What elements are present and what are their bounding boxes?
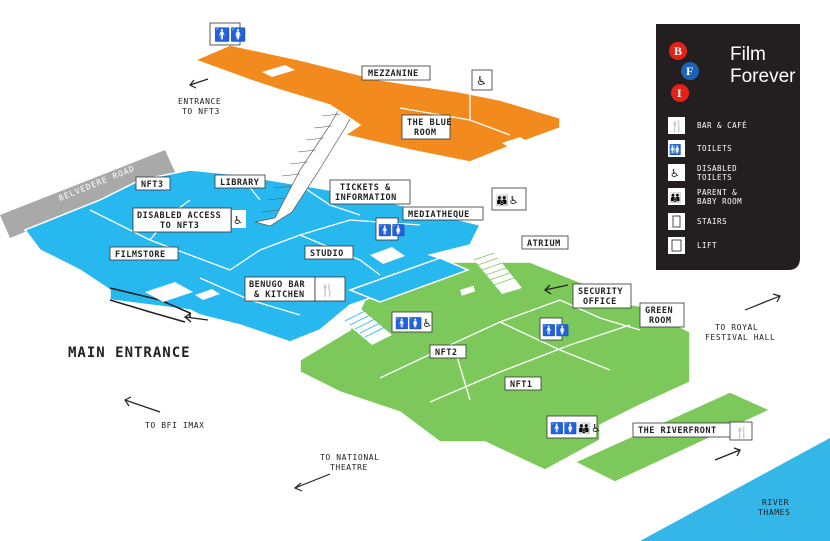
disabled-access-label: DISABLED ACCESS [137, 211, 221, 221]
svg-text:🚹🚺♿: 🚹🚺♿ [395, 317, 432, 330]
svg-text:🍴: 🍴 [735, 426, 749, 439]
svg-text:🍴: 🍴 [320, 283, 335, 297]
entrance-nft3-label: ENTRANCE [178, 97, 221, 106]
main-entrance-label: MAIN ENTRANCE [68, 345, 191, 361]
tickets-label: TICKETS & [340, 183, 391, 193]
national-theatre-label-2: THEATRE [330, 463, 368, 472]
library-label: LIBRARY [220, 178, 260, 188]
legend-bar-cafe: 🍴 BAR & CAFÉ [668, 117, 747, 134]
toilets-icon: 🚹🚺 [375, 217, 406, 241]
arrow-icon [744, 295, 781, 311]
svg-text:TOILETS: TOILETS [697, 173, 732, 182]
svg-text:♿: ♿ [476, 74, 487, 88]
disabled-access-label-2: TO NFT3 [160, 221, 199, 231]
nft1-label: NFT1 [510, 380, 532, 390]
arrow-icon [714, 449, 741, 461]
filmstore-label: FILMSTORE [115, 250, 166, 260]
blue-room-label-2: ROOM [414, 128, 436, 138]
arrow-icon [124, 399, 161, 413]
svg-text:BAR & CAFÉ: BAR & CAFÉ [697, 121, 747, 130]
svg-text:DISABLED: DISABLED [697, 164, 737, 173]
svg-text:👪: 👪 [669, 191, 681, 204]
blue-room-label: THE BLUE [407, 118, 452, 128]
legend-stairs: STAIRS [668, 213, 727, 230]
svg-text:TOILETS: TOILETS [697, 144, 732, 153]
tickets-label-2: INFORMATION [335, 193, 397, 203]
nft3-label: NFT3 [141, 180, 163, 190]
mezzanine-floor [192, 44, 561, 163]
svg-text:🚹🚺: 🚹🚺 [542, 324, 570, 337]
brand-forever: Forever [730, 66, 796, 87]
royal-festival-label-2: FESTIVAL HALL [705, 333, 775, 342]
legend-disabled-toilets: ♿ DISABLED TOILETS [668, 164, 737, 182]
royal-festival-label: TO ROYAL [715, 323, 758, 332]
svg-text:BABY ROOM: BABY ROOM [697, 197, 742, 206]
brand-film: Film [730, 44, 766, 65]
disabled-toilets-icon: ♿ [471, 69, 493, 91]
bar-cafe-icon: 🍴 [729, 421, 753, 441]
arrow-icon [544, 284, 569, 291]
legend-panel: B F I Film Forever 🍴 BAR & CAFÉ 🚻 TOILET… [656, 24, 800, 270]
river-thames-label-2: THAMES [758, 508, 791, 517]
river-thames-label: RIVER [762, 498, 789, 507]
svg-text:STAIRS: STAIRS [697, 217, 727, 226]
arrow-icon [189, 78, 209, 86]
entrance-nft3-label-2: TO NFT3 [182, 107, 220, 116]
logo-letter-i: I [677, 86, 682, 100]
national-theatre-label: TO NATIONAL [320, 453, 380, 462]
mediatheque-label: MEDIATHEQUE [408, 210, 470, 220]
svg-text:♿: ♿ [670, 167, 680, 180]
svg-text:♿: ♿ [233, 214, 243, 227]
benugo-label-2: & KITCHEN [254, 290, 305, 300]
disabled-toilets-icon: 🚹🚺👪♿ [546, 415, 601, 439]
nft2-label: NFT2 [435, 348, 457, 358]
toilets-icon: 🚹🚺 [209, 22, 246, 46]
parent-baby-room-icon: 👪♿ [491, 187, 527, 211]
benugo-label: BENUGO BAR [249, 280, 306, 290]
disabled-icon: ♿ [232, 210, 246, 228]
stairs-icon [470, 248, 522, 294]
riverfront-label: THE RIVERFRONT [638, 426, 717, 436]
logo-letter-f: F [686, 64, 693, 78]
arrow-icon [294, 473, 331, 489]
security-label: SECURITY [578, 287, 623, 297]
bfi-imax-label: TO BFI IMAX [145, 421, 205, 430]
toilets-icon: 🚹🚺 [539, 317, 570, 341]
bar-cafe-icon: 🍴 [314, 276, 346, 302]
svg-text:🚻: 🚻 [669, 143, 681, 156]
logo-letter-b: B [674, 44, 682, 58]
studio-label: STUDIO [310, 249, 344, 259]
disabled-toilets-icon: 🚹🚺♿ [391, 311, 433, 333]
svg-text:🍴: 🍴 [670, 120, 684, 133]
legend-parent-baby-room: 👪 PARENT & BABY ROOM [668, 188, 742, 206]
mezzanine-label: MEZZANINE [368, 69, 419, 79]
svg-text:🚹🚺: 🚹🚺 [378, 224, 406, 237]
arrow-icon [184, 316, 209, 321]
svg-text:LIFT: LIFT [697, 241, 717, 250]
green-room-label: GREEN [645, 306, 673, 316]
atrium-label: ATRIUM [527, 239, 561, 249]
green-room-label-2: ROOM [649, 316, 671, 326]
legend-toilets: 🚻 TOILETS [668, 140, 732, 157]
svg-text:🚹🚺👪♿: 🚹🚺👪♿ [550, 422, 601, 435]
river-thames-area [640, 438, 830, 541]
svg-text:🚹🚺: 🚹🚺 [214, 27, 246, 43]
svg-text:👪♿: 👪♿ [495, 194, 519, 207]
security-label-2: OFFICE [583, 297, 617, 307]
svg-text:PARENT &: PARENT & [697, 188, 737, 197]
legend-lift: LIFT [668, 237, 717, 254]
